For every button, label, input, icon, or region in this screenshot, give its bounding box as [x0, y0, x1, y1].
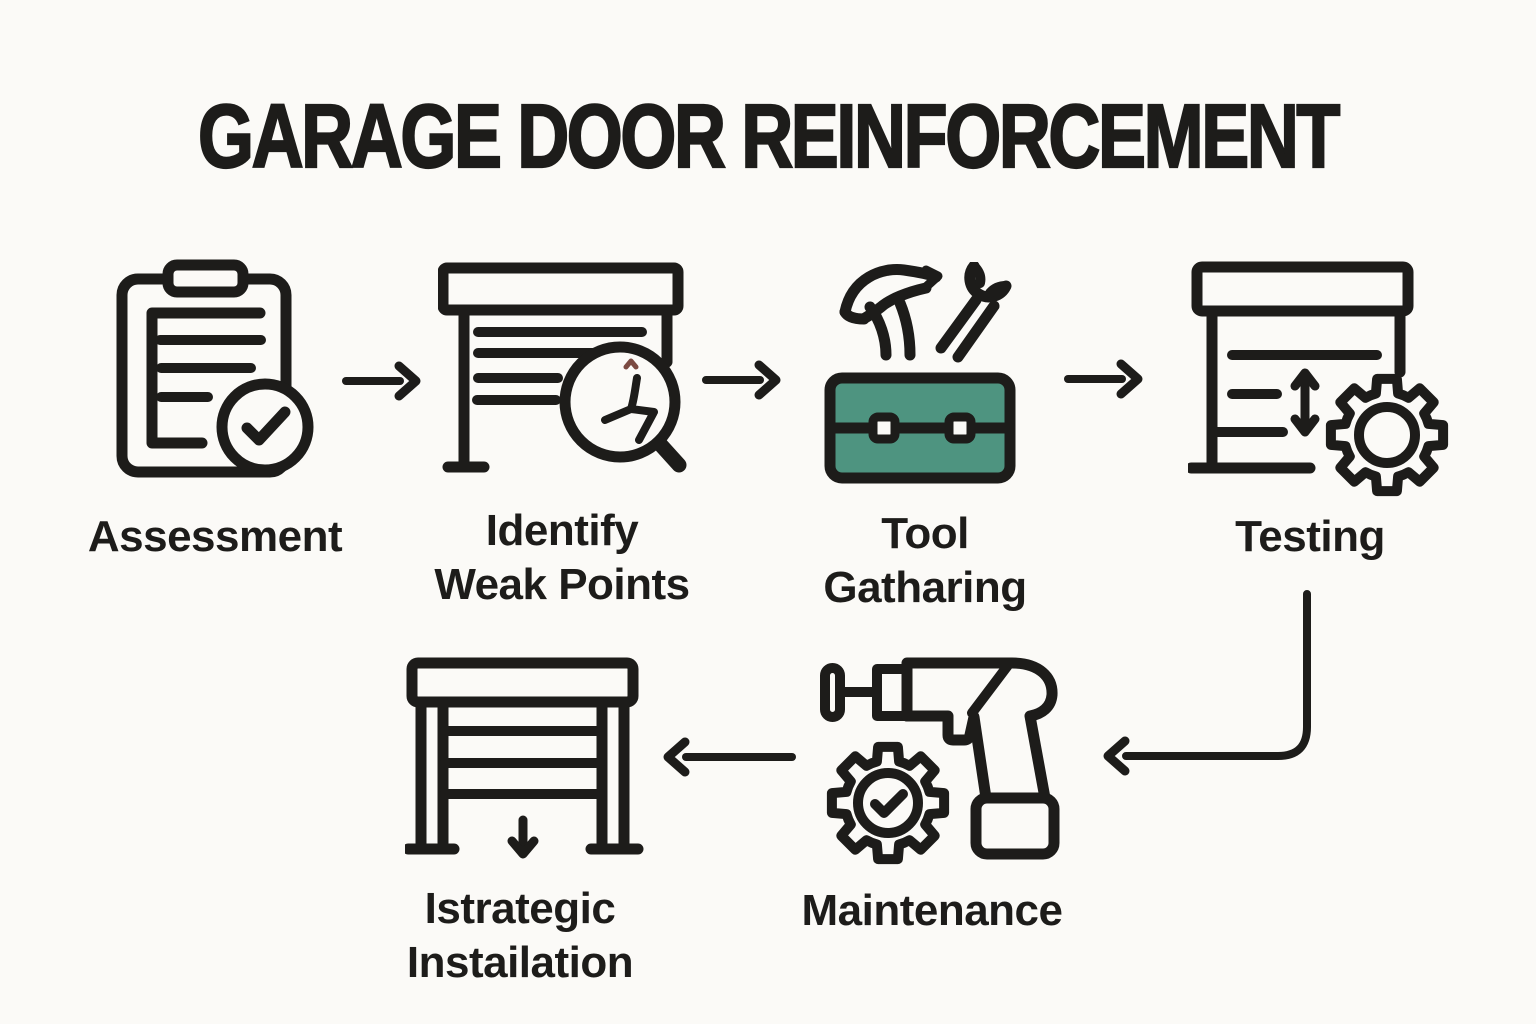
- toolbox-hammer-wrench-icon: [824, 262, 1016, 484]
- page-title: GARAGE DOOR REINFORCEMENT: [197, 86, 1341, 188]
- arrow-testing-to-maintenance: [1103, 590, 1311, 776]
- drill-icon: [820, 657, 1060, 860]
- clipboard-check-icon: [116, 259, 314, 478]
- up-down-arrow-icon: [1290, 368, 1320, 437]
- arrow-assessment-to-identify: [342, 361, 421, 401]
- arrow-identify-to-tool: [702, 360, 781, 400]
- gear-check-icon: [826, 741, 950, 865]
- step-label-testing: Testing: [1235, 512, 1385, 561]
- step-label-maintenance: Maintenance: [801, 886, 1063, 935]
- crack-lines: [601, 374, 658, 444]
- down-arrow-icon: [507, 815, 539, 859]
- wrench-icon: [935, 262, 1012, 363]
- gear-icon: [1325, 373, 1449, 497]
- toolbox-icon: [824, 372, 1016, 484]
- garage-door-magnifier-icon: [438, 262, 687, 473]
- step-label-identify-weak-points: Identify Weak Points: [434, 506, 690, 609]
- garage-frame-down-arrow-icon: [405, 657, 644, 859]
- step-label-strategic-installation: Istrategic Instailation: [406, 884, 634, 987]
- step-label-tool-gathering: Tool Gatharing: [823, 509, 1027, 612]
- arrow-tool-to-testing: [1064, 359, 1143, 399]
- garage-door-gear-icon: [1188, 261, 1449, 497]
- hammer-icon: [839, 264, 943, 361]
- drill-gear-check-icon: [820, 657, 1060, 865]
- arrow-maintenance-to-installation: [663, 737, 796, 777]
- step-label-assessment: Assessment: [87, 512, 343, 561]
